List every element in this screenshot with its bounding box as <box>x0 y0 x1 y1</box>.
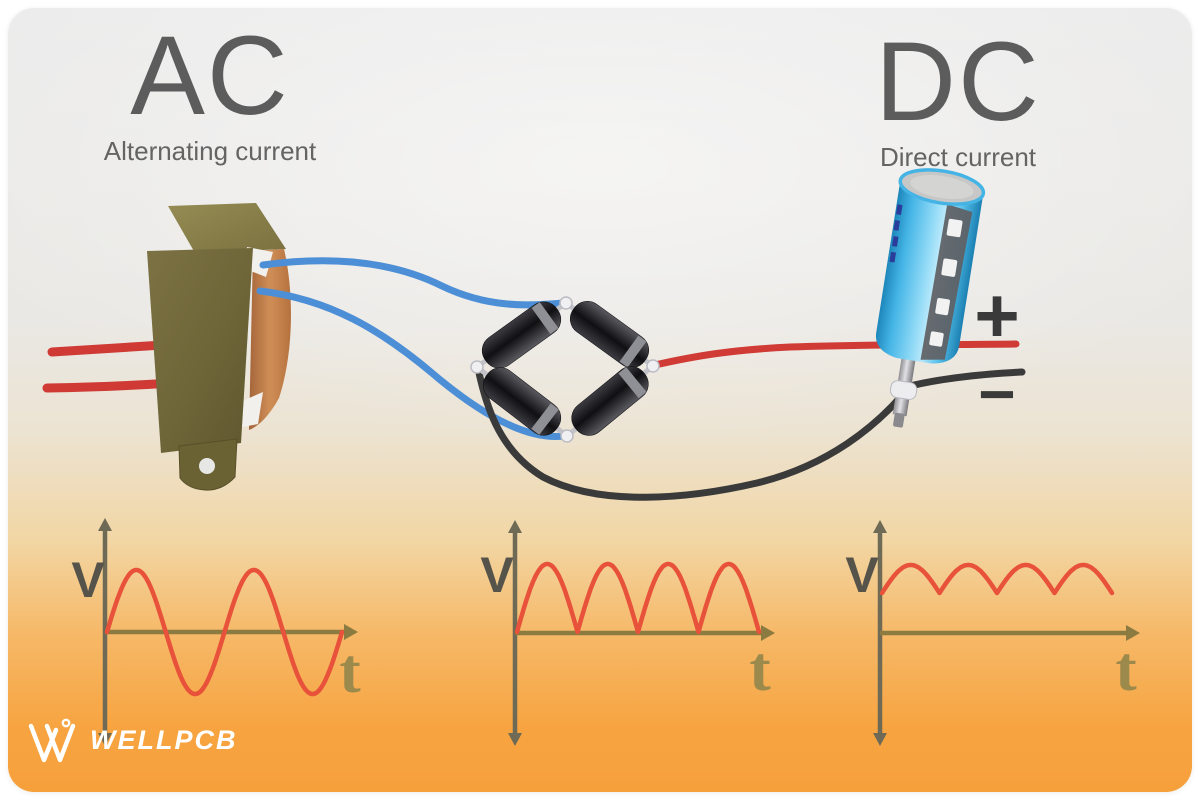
label-print <box>891 236 899 247</box>
diode-band <box>531 302 559 334</box>
dc-subtitle: Direct current <box>879 142 1037 172</box>
wave-path <box>104 567 345 697</box>
mounting-hole <box>199 458 215 474</box>
transformer-core-front <box>147 248 253 453</box>
ac-title: AC <box>130 13 290 138</box>
minus-label: − <box>978 358 1015 430</box>
bridge-rectifier <box>470 296 660 443</box>
ac-subtitle: Alternating current <box>103 136 317 166</box>
x-axis-arrow <box>344 624 358 640</box>
dc-header: DC Direct current <box>818 26 1098 173</box>
label-print <box>896 204 903 215</box>
transformer-top-face <box>168 203 286 253</box>
y-axis-arrow-down <box>98 733 112 746</box>
dc-positive-wire <box>651 340 1020 369</box>
diode <box>571 366 649 436</box>
transformer-illustration <box>42 203 291 491</box>
secondary-wire-top <box>259 257 568 309</box>
wellpcb-logo-icon <box>28 718 76 763</box>
t-axis-label-3: t <box>1115 633 1137 704</box>
wave-path <box>514 561 762 635</box>
diode <box>569 301 650 368</box>
dc-waveform-chart <box>873 520 1140 746</box>
t-axis-label-2: t <box>749 633 771 704</box>
diode <box>481 301 562 369</box>
capacitor-top-inner <box>910 175 974 199</box>
polarity-stripe <box>920 204 973 360</box>
lead-collar <box>889 380 918 400</box>
v-axis-label-1: V <box>71 552 105 608</box>
capacitor-illustration <box>875 168 986 428</box>
stripe-dash <box>935 297 951 316</box>
ac-header: AC Alternating current <box>70 20 350 167</box>
label-print <box>889 251 896 263</box>
stripe-dash <box>941 258 958 277</box>
stripe-dash <box>946 218 963 238</box>
label-print <box>893 220 901 231</box>
y-axis-arrow-up <box>508 520 522 533</box>
dc-negative-wire <box>474 364 1026 501</box>
stripe-dash <box>929 331 944 347</box>
diode-band <box>531 403 559 435</box>
solder-node <box>559 296 573 310</box>
wave-path <box>879 562 1115 596</box>
t-axis-label-1: t <box>339 635 361 706</box>
dc-title: DC <box>875 19 1041 144</box>
wellpcb-logo-text: WELLPCB <box>90 724 238 755</box>
v-axis-label-2: V <box>480 547 514 603</box>
y-axis-arrow-down <box>508 733 522 746</box>
diode-band <box>619 335 647 368</box>
ac-waveform-chart <box>98 518 358 746</box>
solder-node <box>646 359 660 373</box>
x-axis-arrow <box>1126 625 1140 641</box>
solder-node <box>560 429 574 443</box>
x-axis-arrow <box>761 625 775 641</box>
solder-node <box>470 360 484 374</box>
y-axis-arrow-up <box>98 518 112 531</box>
y-axis-arrow-up <box>873 520 887 533</box>
wellpcb-logo: WELLPCB <box>26 716 237 764</box>
rectified-waveform-chart <box>508 520 775 746</box>
capacitor-lead-tip <box>893 412 905 428</box>
diode <box>482 367 562 436</box>
plus-label: + <box>974 271 1020 359</box>
y-axis-arrow-down <box>873 733 887 746</box>
v-axis-label-3: V <box>845 547 879 603</box>
diode-band <box>618 367 647 399</box>
secondary-wire-bottom <box>256 287 568 440</box>
